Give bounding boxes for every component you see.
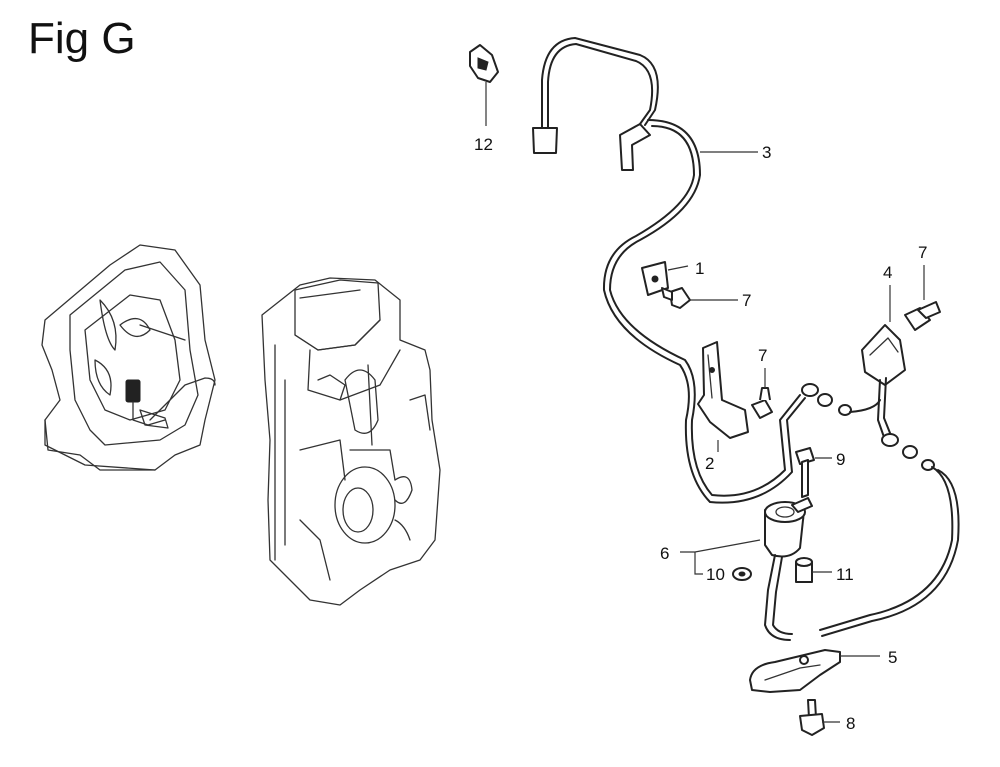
part-6-solenoid — [680, 497, 813, 641]
callout-labels: 1 2 3 4 5 6 7 7 7 7 8 9 10 11 12 — [474, 135, 927, 733]
part-7-bolt-c — [904, 265, 941, 331]
callout-4: 4 — [883, 263, 892, 282]
callout-1: 1 — [695, 259, 704, 278]
callout-2: 2 — [705, 454, 714, 473]
part-7-bolt-b — [751, 368, 773, 419]
engine-front-view — [261, 277, 441, 606]
callout-9: 9 — [836, 450, 845, 469]
part-5-plate — [749, 649, 880, 693]
callout-5: 5 — [888, 648, 897, 667]
callout-11: 11 — [836, 565, 854, 584]
callout-7b: 7 — [758, 346, 767, 365]
callout-7a: 7 — [742, 291, 751, 310]
callout-10: 10 — [706, 565, 725, 584]
part-9-bolt — [795, 447, 832, 498]
part-7-bolt-a — [661, 287, 738, 309]
part-12-clip — [469, 44, 499, 126]
callout-7c: 7 — [918, 243, 927, 262]
part-4-module — [861, 285, 906, 441]
part-2-bracket — [697, 341, 749, 452]
callout-6: 6 — [660, 544, 669, 563]
engine-side-view — [41, 244, 216, 471]
callout-3: 3 — [762, 143, 771, 162]
wire-harness — [532, 37, 881, 504]
part-8-bolt — [799, 699, 840, 736]
part-10-nut — [732, 567, 752, 581]
callout-8: 8 — [846, 714, 855, 733]
part-1-plate — [641, 261, 689, 296]
callout-12: 12 — [474, 135, 493, 154]
wire-part-4 — [819, 433, 960, 637]
figure-title: Fig G — [28, 14, 136, 63]
part-11-sleeve — [795, 557, 832, 583]
